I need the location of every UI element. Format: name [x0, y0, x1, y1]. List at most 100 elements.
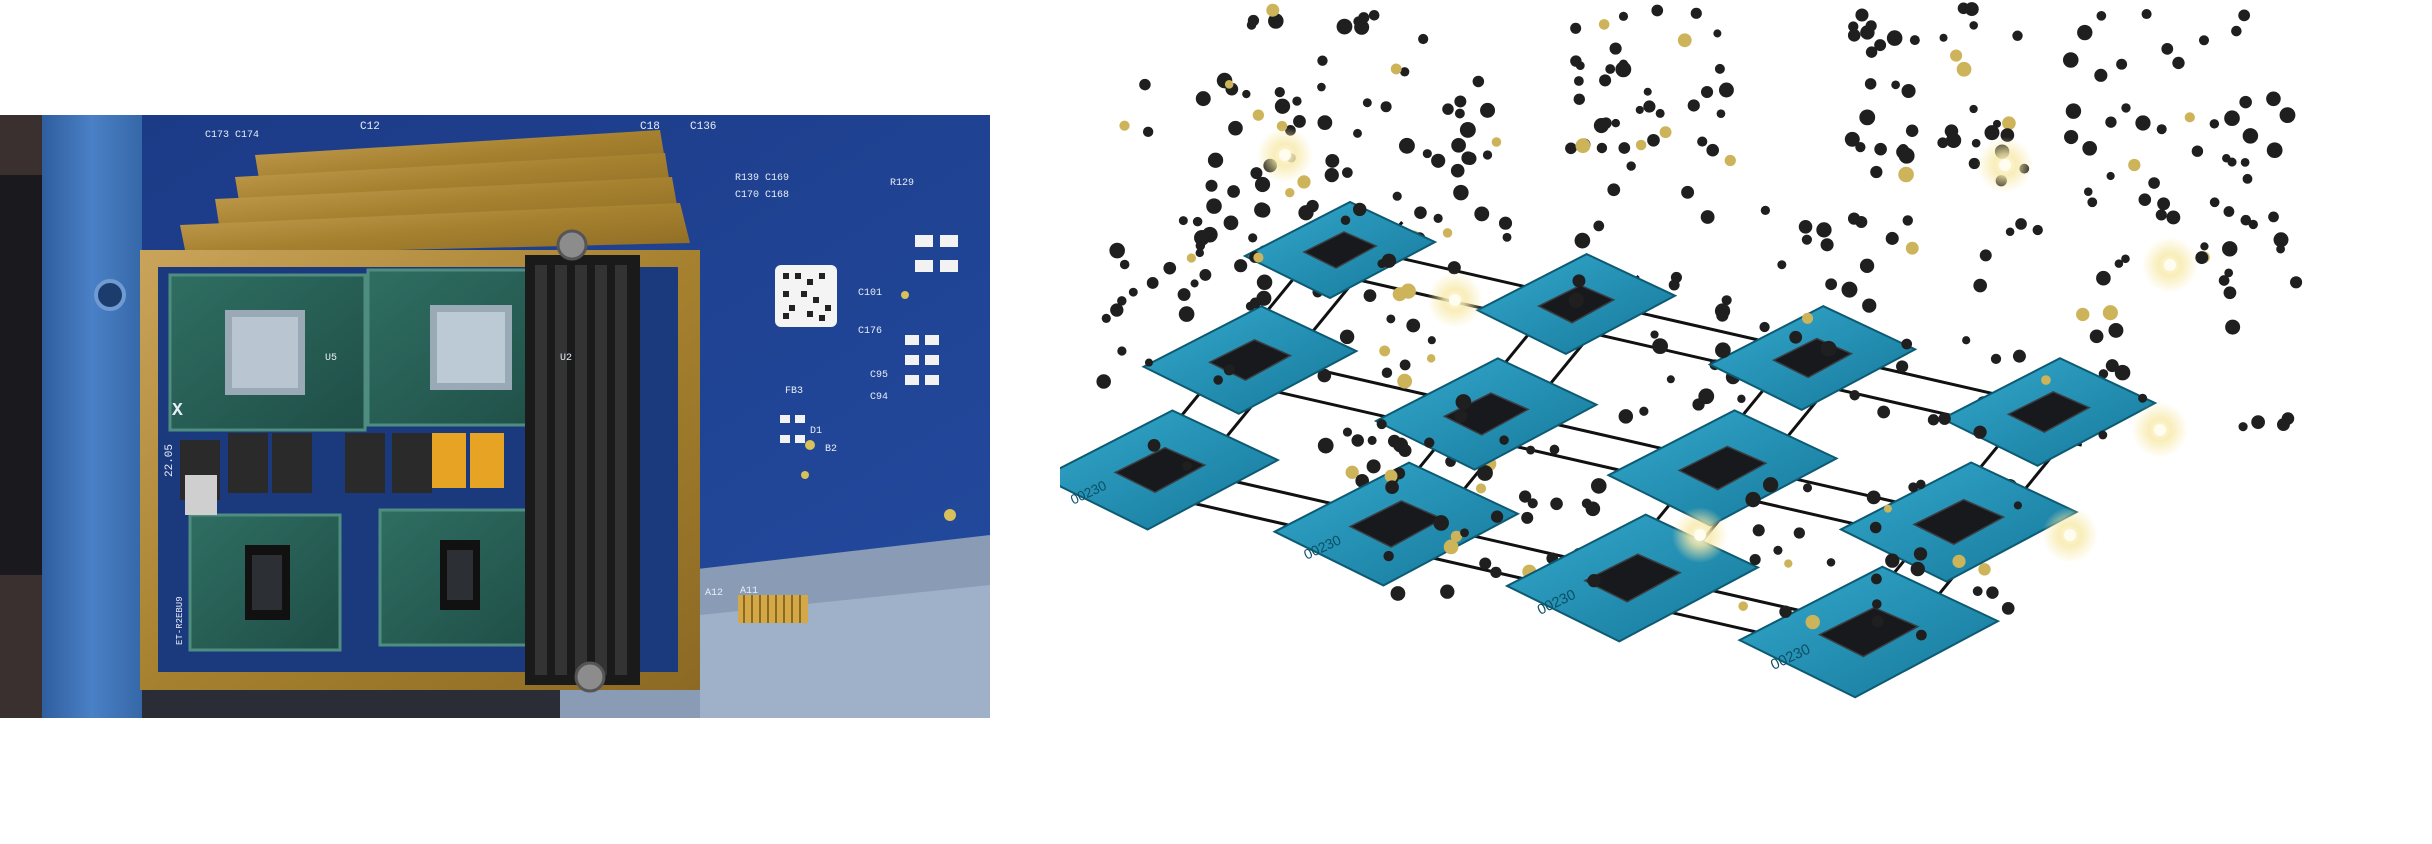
- particle: [1422, 149, 1432, 159]
- particle: [1119, 120, 1130, 131]
- particle: [1901, 83, 1916, 99]
- particle: [1855, 8, 1869, 22]
- particle: [1392, 287, 1407, 302]
- particle: [1859, 109, 1876, 126]
- silk-mod5: ET-R2EBU9: [175, 596, 185, 645]
- particle: [1651, 4, 1664, 17]
- silk-rc4: R129: [890, 178, 914, 189]
- particle: [2012, 349, 2026, 363]
- particle: [1340, 215, 1351, 226]
- particle: [1865, 46, 1878, 58]
- particle: [1424, 437, 1435, 448]
- particle: [1477, 465, 1493, 481]
- particle: [2041, 375, 2051, 385]
- particle: [1440, 584, 1455, 599]
- particle: [1317, 82, 1326, 92]
- particle: [1345, 465, 1359, 479]
- particle: [1777, 260, 1787, 270]
- particle: [1399, 359, 1411, 371]
- particle: [2251, 415, 2265, 430]
- particle: [1398, 444, 1412, 458]
- glow-core: [2164, 259, 2176, 271]
- particle: [1324, 168, 1339, 183]
- particle: [1908, 482, 1919, 493]
- particle: [1518, 490, 1532, 503]
- particle: [1317, 55, 1328, 66]
- particle: [1700, 85, 1714, 99]
- particle: [1285, 188, 1295, 198]
- particle: [2083, 187, 2093, 196]
- particle: [2223, 286, 2237, 300]
- interconnect-row: [1135, 457, 1924, 641]
- particle: [1195, 248, 1204, 258]
- particle: [2105, 359, 2119, 373]
- particle: [1681, 185, 1695, 199]
- particle: [2166, 210, 2181, 225]
- particle: [1745, 491, 1761, 508]
- particle: [1574, 232, 1591, 249]
- particle: [1190, 279, 1199, 288]
- particle: [2108, 322, 2124, 338]
- chip-die: [2006, 391, 2091, 434]
- particle: [2064, 129, 2079, 145]
- particle: [1254, 202, 1270, 218]
- particle: [1206, 198, 1222, 214]
- particle: [2277, 418, 2290, 432]
- particle: [2195, 251, 2209, 265]
- particle: [1293, 115, 1306, 128]
- particle: [1570, 22, 1582, 34]
- particle: [1570, 55, 1582, 67]
- particle: [1802, 483, 1813, 493]
- chip-9: [1242, 200, 1438, 300]
- particle: [2128, 158, 2141, 172]
- particle: [1455, 394, 1472, 410]
- particle: [2223, 206, 2235, 217]
- particle: [1459, 121, 1476, 138]
- particle: [1390, 586, 1406, 601]
- particle: [1905, 124, 1919, 137]
- particle: [2266, 91, 2281, 107]
- particle: [1433, 213, 1443, 224]
- particle: [1247, 14, 1260, 27]
- particle: [2106, 171, 2115, 181]
- particle: [1317, 115, 1333, 131]
- particle: [1101, 313, 1111, 323]
- particle: [1655, 108, 1665, 118]
- particle: [1590, 478, 1607, 494]
- particle: [1383, 550, 1394, 562]
- particle: [1292, 96, 1302, 106]
- particle: [1499, 435, 1509, 445]
- particle: [2225, 319, 2241, 335]
- datamatrix-label: [775, 265, 837, 327]
- particle: [1870, 165, 1883, 179]
- particle: [1362, 98, 1372, 108]
- particle: [1945, 132, 1962, 148]
- particle: [1336, 18, 1353, 35]
- particle: [1139, 78, 1151, 91]
- particle: [1609, 42, 1622, 55]
- particle: [2157, 197, 2171, 211]
- particle: [2087, 197, 2098, 208]
- particle: [1472, 75, 1485, 88]
- particle: [1144, 358, 1154, 367]
- particle: [1490, 510, 1504, 523]
- particle: [1353, 128, 1362, 138]
- particle: [1869, 521, 1882, 534]
- particle: [1885, 231, 1899, 245]
- particle: [1450, 163, 1465, 178]
- particle: [1877, 405, 1891, 419]
- particle: [2082, 140, 2098, 156]
- particle: [1866, 490, 1881, 505]
- particle: [1234, 259, 1248, 273]
- silk-top-mid: C18: [640, 121, 660, 133]
- particle: [1600, 117, 1612, 129]
- silk-rc6: C176: [858, 326, 882, 337]
- particle: [1859, 258, 1875, 273]
- particle: [1865, 20, 1877, 32]
- particle: [1426, 354, 1436, 363]
- chip-die: [1583, 553, 1682, 603]
- particle: [1789, 330, 1803, 344]
- particle: [1618, 142, 1631, 154]
- particle: [2238, 9, 2251, 22]
